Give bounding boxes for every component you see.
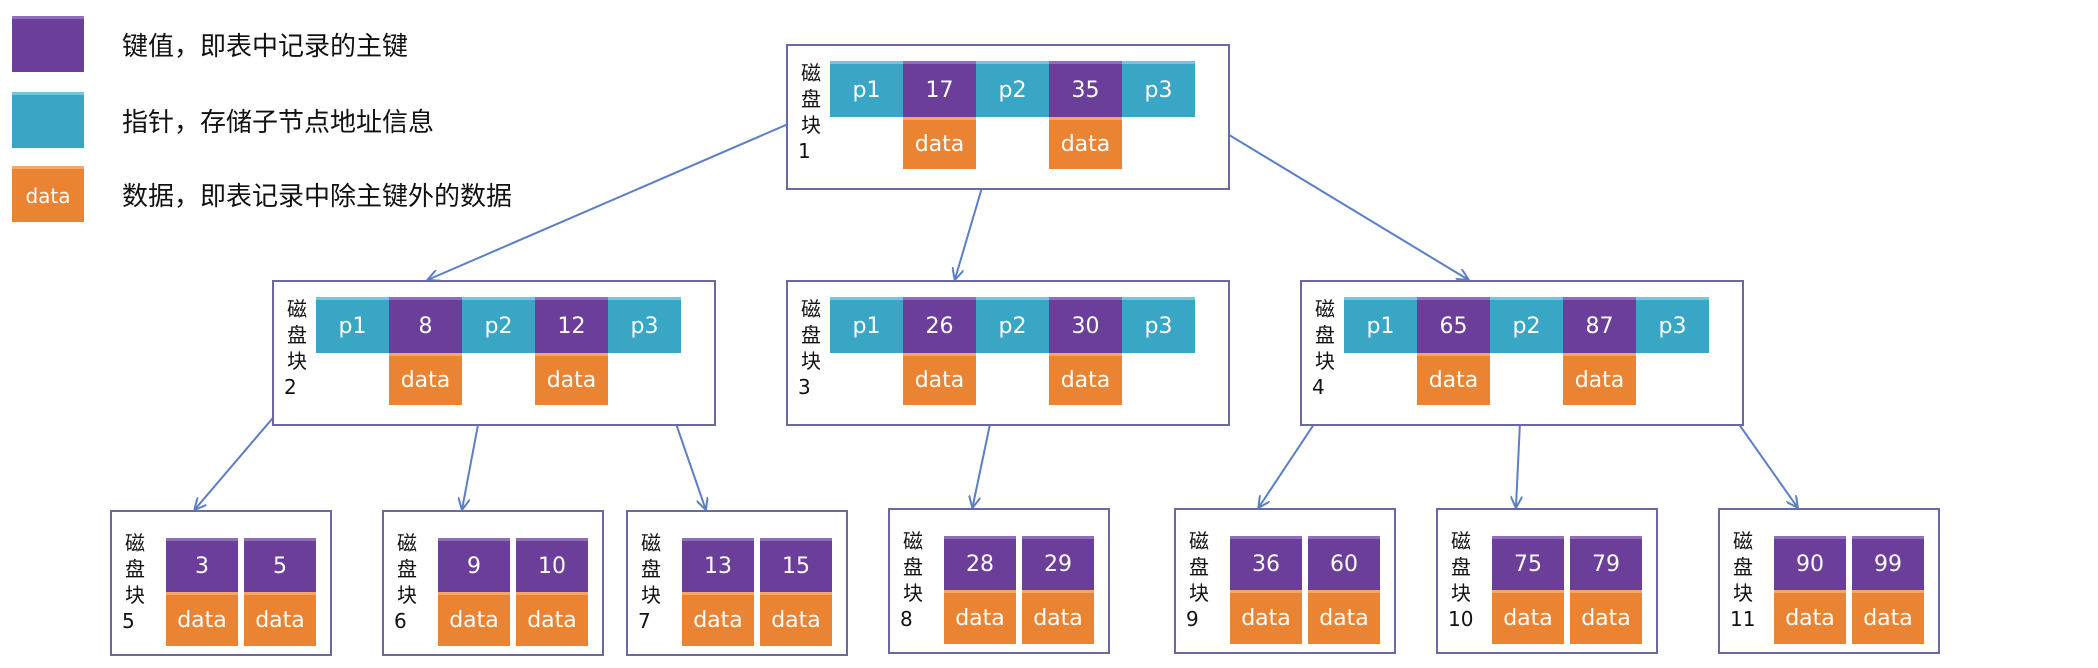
pointer-p1: p1	[1344, 297, 1417, 353]
key-cell: 10	[516, 538, 588, 592]
pointer-p3: p3	[1122, 61, 1195, 117]
pointer-p2: p2	[976, 61, 1049, 117]
pointer-p2: p2	[462, 297, 535, 353]
data-cell: data	[535, 353, 608, 405]
legend-item-pointer: 指针，存储子节点地址信息	[12, 92, 434, 148]
key-cell: 28	[944, 536, 1016, 590]
pointer-p2: p2	[976, 297, 1049, 353]
key-cell: 3	[166, 538, 238, 592]
data-cell: data	[1570, 590, 1642, 644]
key-cell: 75	[1492, 536, 1564, 590]
key-cell: 36	[1230, 536, 1302, 590]
data-cell: data	[1774, 590, 1846, 644]
data-cell: data	[760, 592, 832, 646]
pointer-p2: p2	[1490, 297, 1563, 353]
legend-text: 指针，存储子节点地址信息	[122, 107, 435, 138]
pointer-p3: p3	[1636, 297, 1709, 353]
key-cell: 5	[244, 538, 316, 592]
legend-swatch-key	[12, 16, 84, 72]
data-cell: data	[1492, 590, 1564, 644]
data-cell: data	[1852, 590, 1924, 644]
key-cell: 99	[1852, 536, 1924, 590]
data-cell: data	[682, 592, 754, 646]
data-cell: data	[516, 592, 588, 646]
pointer-p1: p1	[830, 61, 903, 117]
data-cell: data	[903, 117, 976, 169]
data-cell: data	[1308, 590, 1380, 644]
key-cell: 79	[1570, 536, 1642, 590]
data-cell: data	[438, 592, 510, 646]
legend-swatch-pointer	[12, 92, 84, 148]
data-cell: data	[1022, 590, 1094, 644]
data-cell: data	[1230, 590, 1302, 644]
pointer-p1: p1	[316, 297, 389, 353]
key-cell: 30	[1049, 297, 1122, 353]
key-cell: 12	[535, 297, 608, 353]
pointer-p3: p3	[1122, 297, 1195, 353]
key-cell: 15	[760, 538, 832, 592]
key-cell: 90	[1774, 536, 1846, 590]
key-cell: 65	[1417, 297, 1490, 353]
key-cell: 9	[438, 538, 510, 592]
key-cell: 8	[389, 297, 462, 353]
key-cell: 35	[1049, 61, 1122, 117]
legend-text: 数据，即表记录中除主键外的数据	[122, 181, 513, 212]
data-cell: data	[1563, 353, 1636, 405]
data-cell: data	[244, 592, 316, 646]
key-cell: 13	[682, 538, 754, 592]
key-cell: 60	[1308, 536, 1380, 590]
data-cell: data	[166, 592, 238, 646]
key-cell: 87	[1563, 297, 1636, 353]
key-cell: 26	[903, 297, 976, 353]
data-cell: data	[1417, 353, 1490, 405]
data-cell: data	[903, 353, 976, 405]
pointer-p1: p1	[830, 297, 903, 353]
data-cell: data	[1049, 353, 1122, 405]
key-cell: 17	[903, 61, 976, 117]
data-cell: data	[1049, 117, 1122, 169]
pointer-p3: p3	[608, 297, 681, 353]
data-cell: data	[389, 353, 462, 405]
data-cell: data	[944, 590, 1016, 644]
legend-item-data: data 数据，即表记录中除主键外的数据	[12, 166, 512, 222]
legend-swatch-data: data	[12, 166, 84, 222]
legend-item-key: 键值，即表中记录的主键	[12, 16, 408, 72]
legend-text: 键值，即表中记录的主键	[122, 31, 409, 62]
key-cell: 29	[1022, 536, 1094, 590]
